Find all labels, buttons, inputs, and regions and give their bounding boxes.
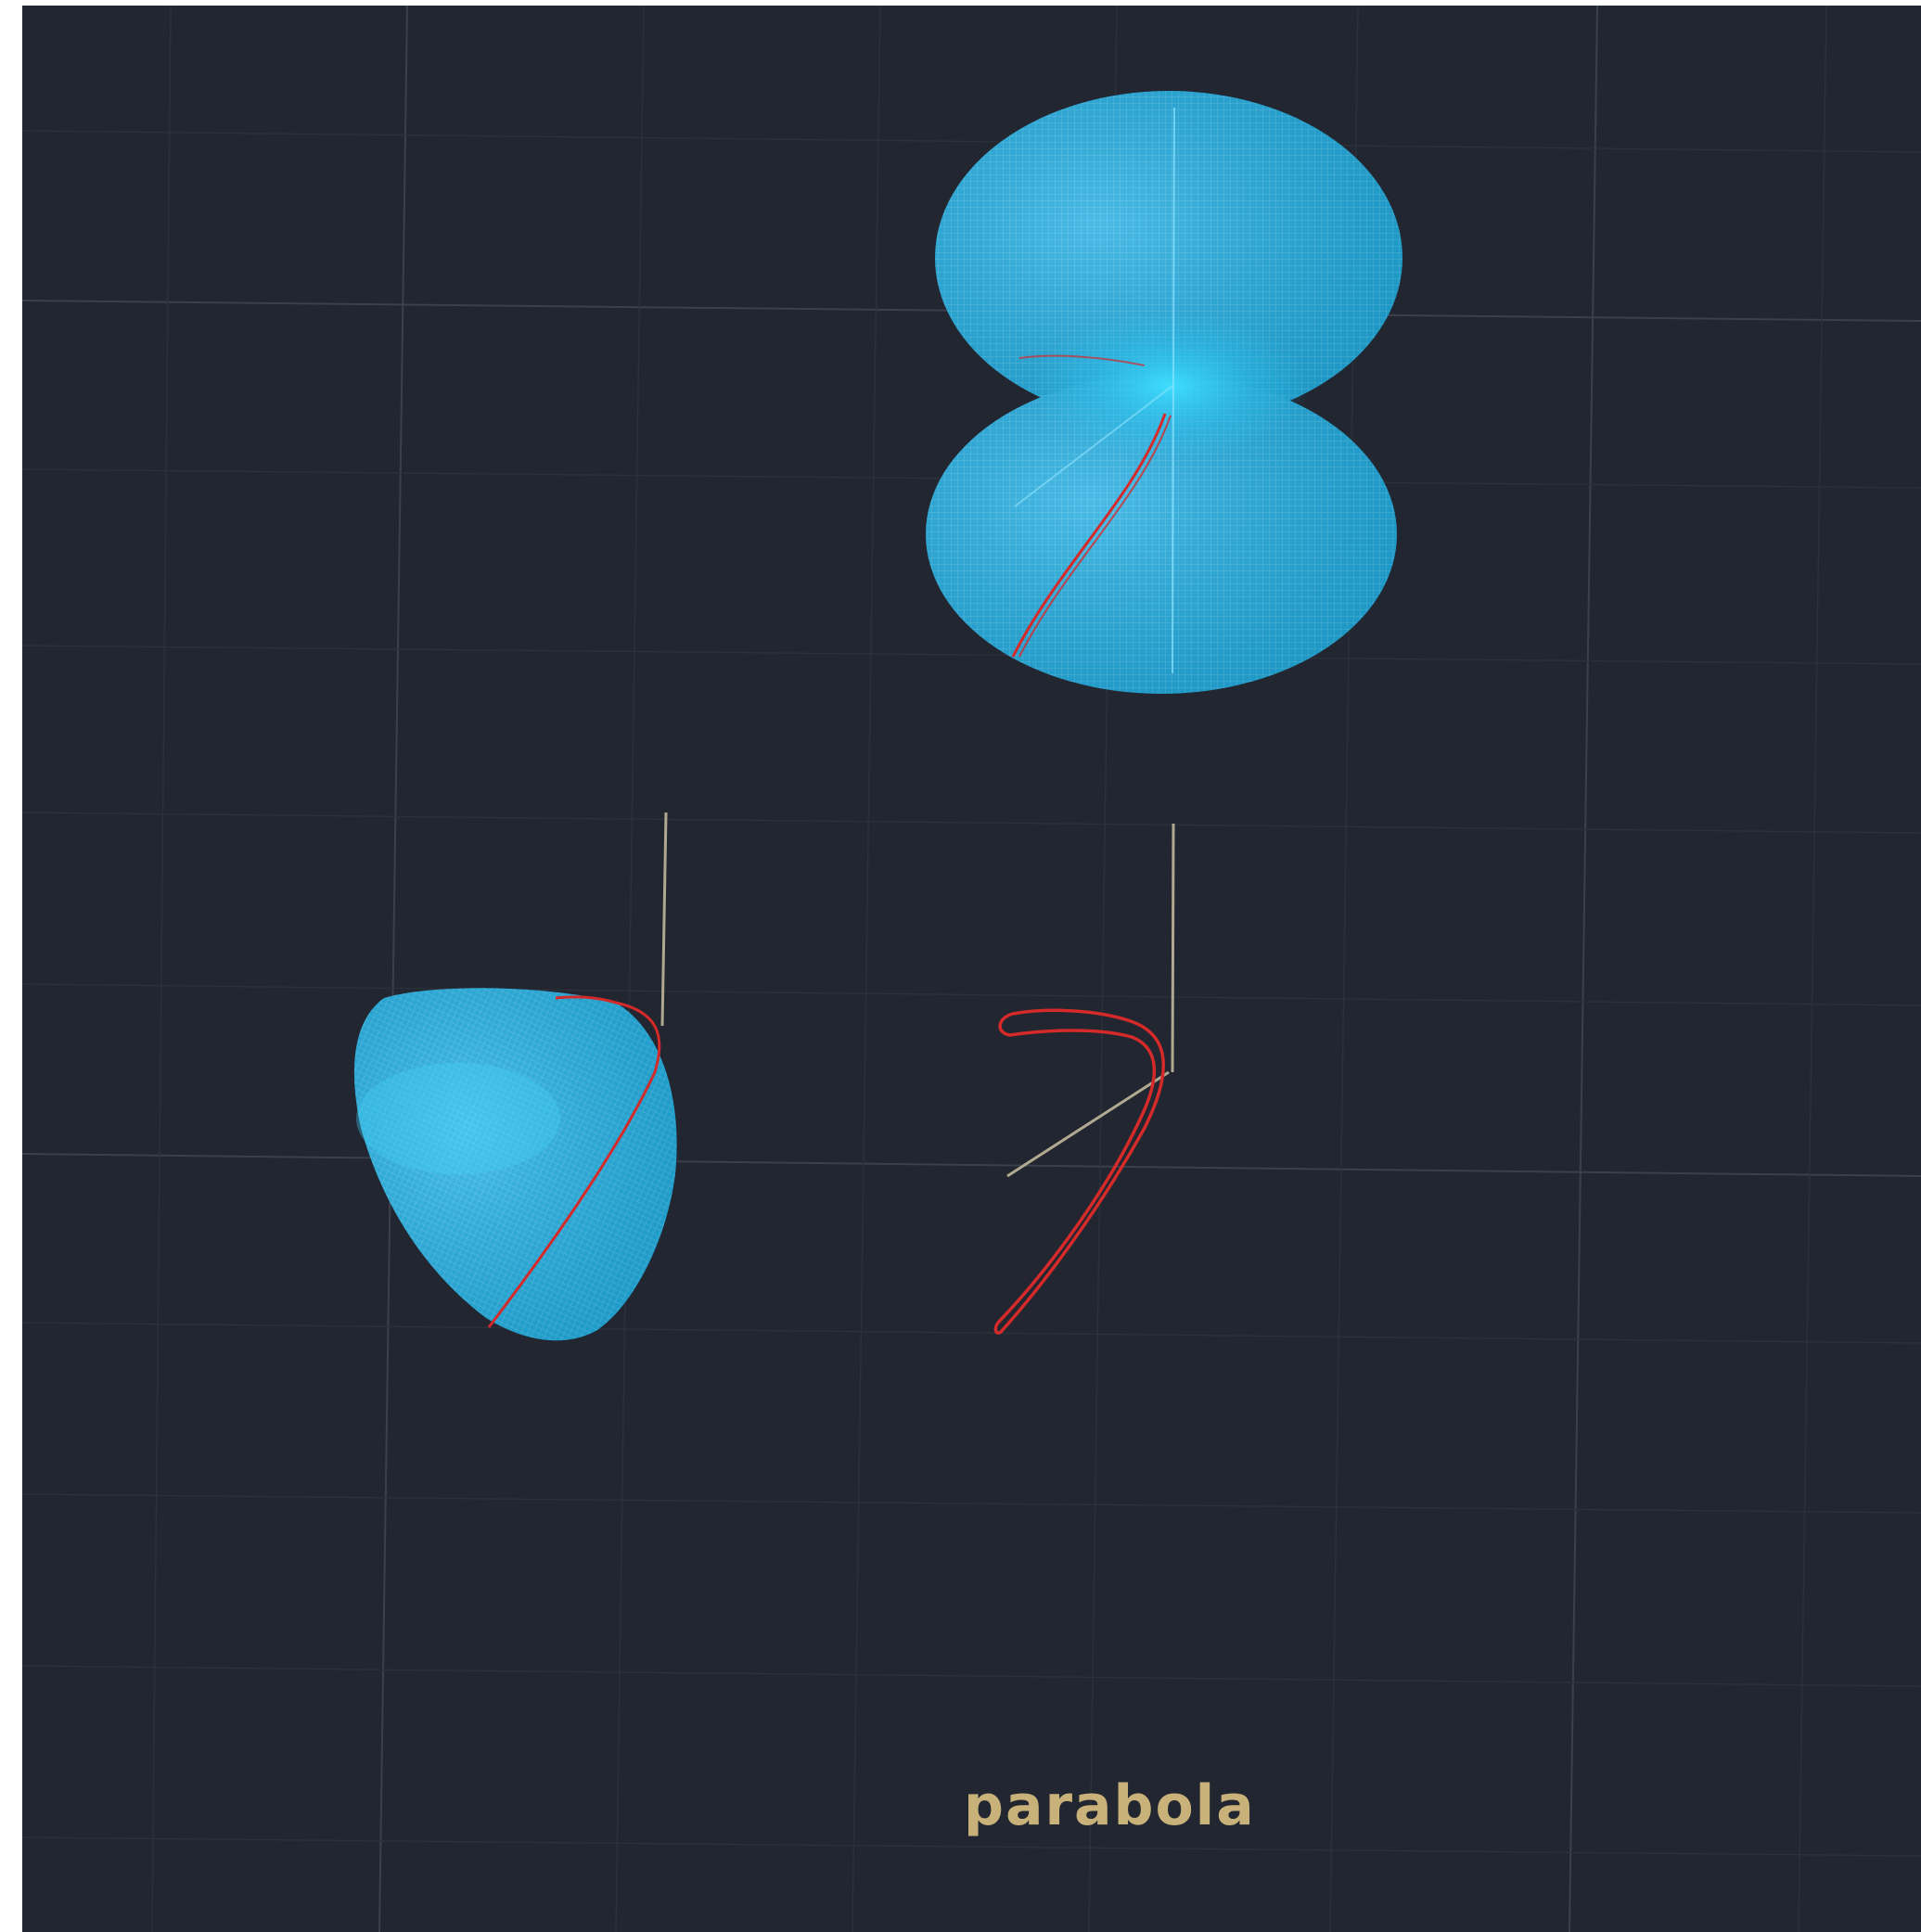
caption-label: parabola (964, 1773, 1256, 1838)
grid-line (1569, 6, 1598, 1932)
axis-line-vertical (660, 812, 668, 1027)
axis-line-vertical (1171, 823, 1175, 1073)
paraboloid-surface-full[interactable] (926, 91, 1402, 694)
parabola-profile-curve (1011, 413, 1167, 658)
grid-line (378, 6, 408, 1932)
axis-line-vertical (1172, 107, 1175, 674)
axis-line-diagonal (1006, 1070, 1170, 1178)
model-space-canvas[interactable] (22, 6, 1921, 1932)
parabola-profile-curve (487, 995, 661, 1328)
grid-line (22, 1153, 1921, 1177)
paraboloid-surface-partial[interactable] (353, 812, 677, 1341)
minor-grid-lines (22, 6, 1921, 1932)
parabola-profile-curve[interactable] (993, 823, 1175, 1335)
cad-viewport[interactable]: parabola (22, 6, 1921, 1932)
axis-line-diagonal (1014, 385, 1173, 507)
